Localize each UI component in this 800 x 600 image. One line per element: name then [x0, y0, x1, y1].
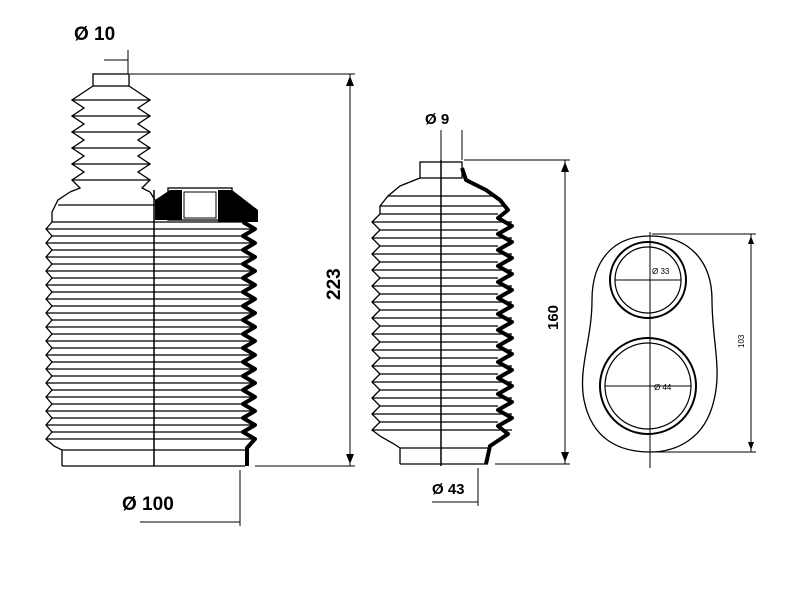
boot-2-height-label: 160 [545, 305, 562, 330]
boot-1-collar [58, 187, 258, 222]
boot-1-main-bellows [45, 221, 245, 467]
boot-1-shoulder [51, 191, 156, 222]
boot-1-height-label: 223 [324, 268, 345, 300]
flange-height-label: 103 [737, 334, 746, 348]
boot-1-bottom-diameter-label: Ø 100 [122, 494, 174, 515]
boot-1-top-diameter-label: Ø 10 [74, 24, 115, 45]
boot-2-bottom-diameter-label: Ø 43 [432, 481, 465, 498]
boot-2 [371, 160, 514, 466]
boot-2-ribs [372, 195, 512, 431]
boot-2-right-profile [460, 167, 514, 465]
flange-large-hole [599, 337, 697, 435]
boot-1-dimensions: Ø 10 Ø 100 223 [74, 24, 355, 526]
flange-small-hole [609, 241, 687, 319]
boot-2-dimensions: Ø 9 Ø 43 160 [425, 111, 570, 506]
boot-2-top-diameter-label: Ø 9 [425, 111, 449, 128]
flange: Ø 33 Ø 44 [581, 232, 718, 468]
boot-1-ribs [46, 221, 255, 440]
boot-1-upper-bellows [69, 73, 152, 193]
flange-large-hole-label: Ø 44 [654, 383, 672, 392]
boot-2-outline [371, 161, 488, 465]
boot-1 [45, 73, 258, 467]
flange-small-hole-label: Ø 33 [652, 267, 670, 276]
boot-1-right-profile [241, 220, 257, 466]
flange-dimensions: 103 [652, 233, 756, 453]
